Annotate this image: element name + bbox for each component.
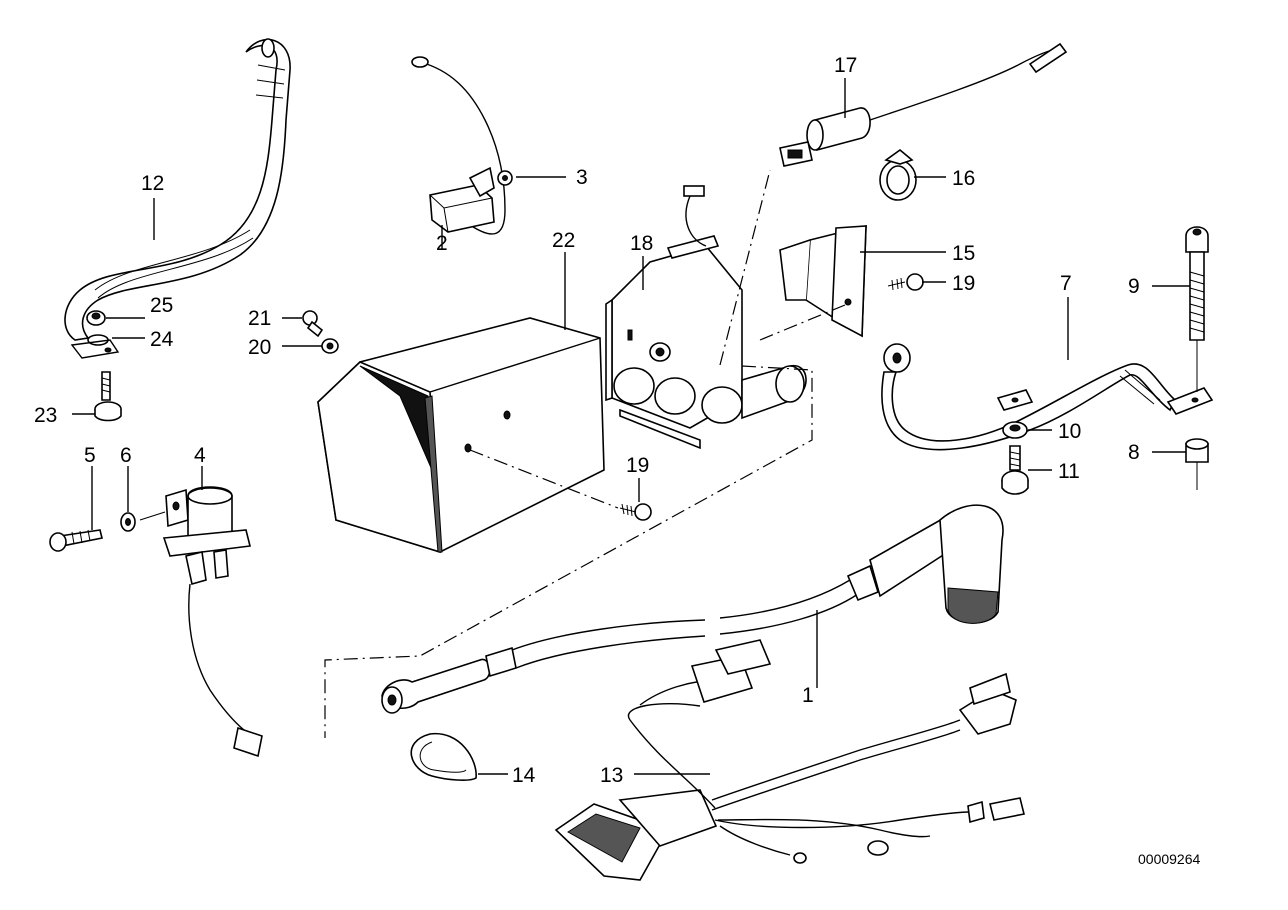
callout-labels: 1 2 3 4 5 6 7 8 9 10 11 12 13 14 15 16 1… xyxy=(34,54,1140,787)
callout-19-lower: 19 xyxy=(626,454,649,477)
washer-part-10 xyxy=(1002,421,1028,439)
screw-part-19-upper xyxy=(887,273,924,291)
callout-16: 16 xyxy=(952,167,975,190)
sensor-part-17 xyxy=(779,42,1068,167)
ring-part-14 xyxy=(410,732,477,781)
screw-part-23 xyxy=(94,371,122,422)
callout-23: 23 xyxy=(34,404,57,427)
relay-part-2 xyxy=(411,56,506,235)
callout-18: 18 xyxy=(630,232,653,255)
washer-part-20 xyxy=(321,338,339,354)
screw-part-5 xyxy=(49,529,103,552)
callout-1: 1 xyxy=(802,684,814,707)
callout-14: 14 xyxy=(512,764,536,787)
callout-22: 22 xyxy=(552,229,575,252)
leader-lines xyxy=(72,78,1190,775)
callout-9: 9 xyxy=(1128,275,1140,298)
callout-4: 4 xyxy=(194,444,206,467)
callout-19-upper: 19 xyxy=(952,272,975,295)
ground-strap-part-7 xyxy=(881,343,1214,451)
screw-part-21 xyxy=(302,310,324,338)
callout-7: 7 xyxy=(1060,272,1072,295)
callout-2: 2 xyxy=(436,232,448,255)
nut-part-25 xyxy=(86,310,106,326)
nut-part-8 xyxy=(1185,438,1209,490)
ignition-lead-part-1 xyxy=(381,504,1004,714)
callout-5: 5 xyxy=(84,444,96,467)
clamp-part-16 xyxy=(879,148,917,201)
washer-part-24 xyxy=(70,334,120,359)
mounting-plate-part-18 xyxy=(324,169,813,738)
reference-number: 00009264 xyxy=(1138,851,1201,867)
screw-part-19-lower xyxy=(469,449,652,521)
callout-15: 15 xyxy=(952,242,975,265)
screw-part-9 xyxy=(1185,226,1209,392)
callout-6: 6 xyxy=(120,444,132,467)
ground-strap-part-12 xyxy=(64,38,291,341)
washer-part-6 xyxy=(120,511,166,532)
callout-12: 12 xyxy=(141,172,164,195)
callout-13: 13 xyxy=(600,764,623,787)
callout-17: 17 xyxy=(834,54,857,77)
callout-10: 10 xyxy=(1058,420,1081,443)
callout-20: 20 xyxy=(248,336,271,359)
wiring-harness-part-13 xyxy=(554,639,1025,881)
callout-21: 21 xyxy=(248,307,271,330)
callout-8: 8 xyxy=(1128,441,1140,464)
spring-washer-part-3 xyxy=(497,170,513,186)
screw-part-11 xyxy=(1001,445,1029,495)
relay-part-4 xyxy=(162,486,263,758)
callout-25: 25 xyxy=(150,294,173,317)
callout-24: 24 xyxy=(150,328,174,351)
callout-11: 11 xyxy=(1058,460,1080,483)
bracket-part-15 xyxy=(759,224,867,341)
control-unit-part-22 xyxy=(317,317,605,554)
callout-3: 3 xyxy=(576,166,588,189)
